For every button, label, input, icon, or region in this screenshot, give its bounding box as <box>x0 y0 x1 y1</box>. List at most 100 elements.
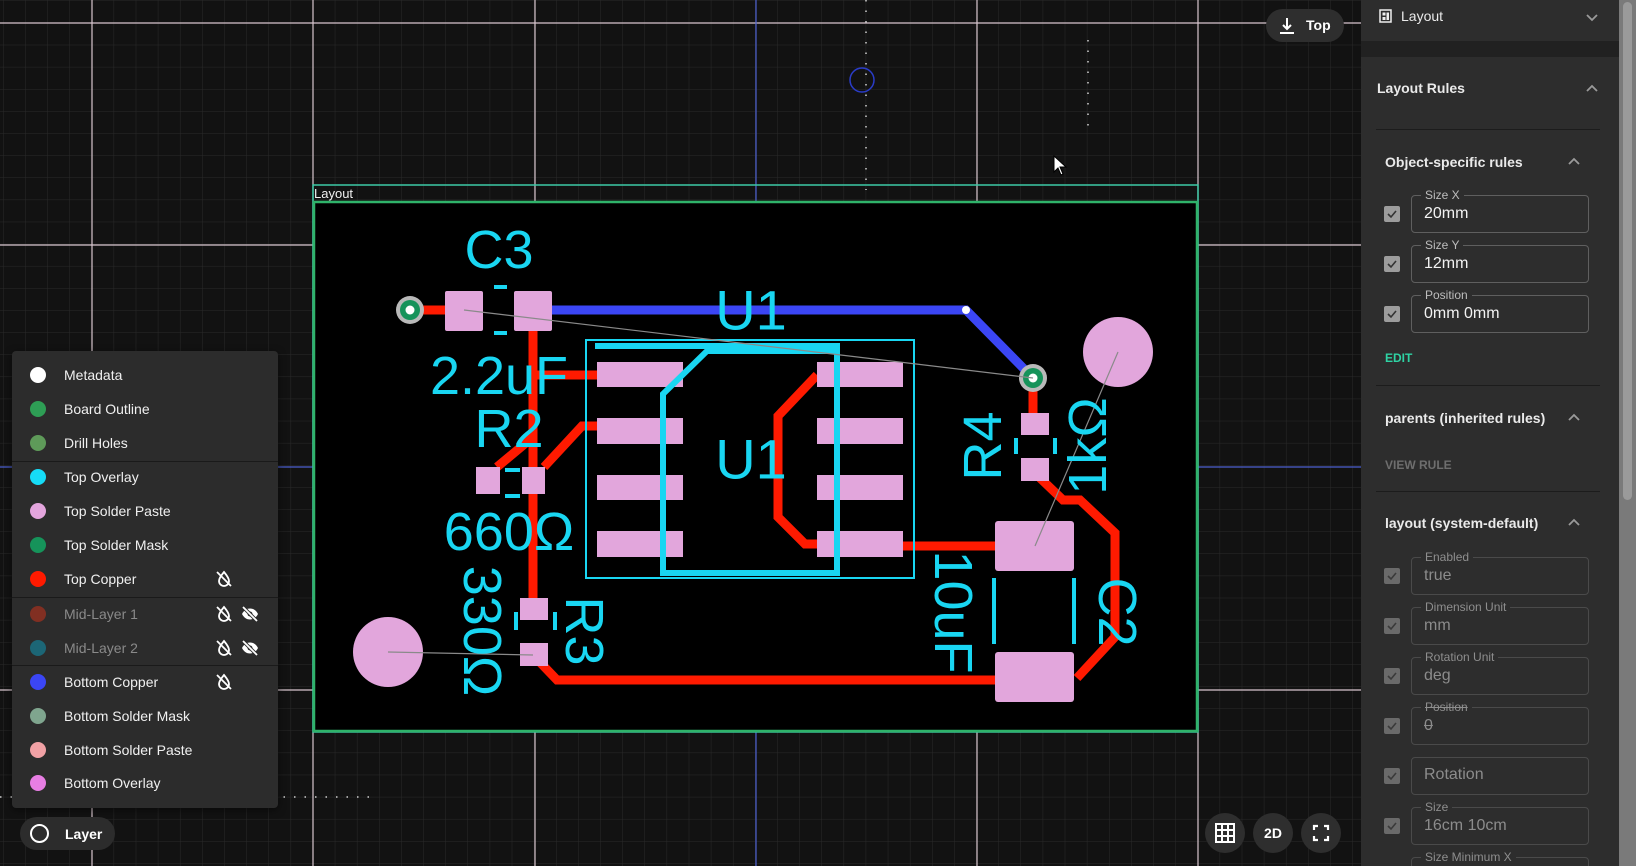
grid-icon <box>1215 823 1235 843</box>
rule-field[interactable]: Rotation <box>1411 757 1589 795</box>
rule-checkbox[interactable] <box>1384 668 1400 684</box>
rule-checkbox[interactable] <box>1384 256 1400 272</box>
rule-checkbox[interactable] <box>1384 206 1400 222</box>
edit-rule-link[interactable]: EDIT <box>1385 351 1413 365</box>
u1-designator-top: U1 <box>715 279 787 342</box>
chevron-up-icon[interactable] <box>1585 82 1599 96</box>
layer-color-swatch <box>30 640 46 656</box>
pcb-canvas[interactable]: Layout <box>0 0 1361 866</box>
layer-ring-icon <box>30 824 49 843</box>
layer-item[interactable]: Drill Holes <box>12 426 278 460</box>
chevron-down-icon[interactable] <box>1585 10 1599 24</box>
no-fill-icon[interactable] <box>215 605 233 623</box>
layer-toggle-button[interactable]: Layer <box>20 817 115 850</box>
board[interactable] <box>312 200 1199 733</box>
rule-field-label: Position <box>1421 700 1472 714</box>
scrollbar-thumb[interactable] <box>1623 2 1632 500</box>
rule-checkbox[interactable] <box>1384 618 1400 634</box>
view-mode-button[interactable]: 2D <box>1253 813 1293 853</box>
chevron-up-icon[interactable] <box>1567 155 1581 169</box>
layer-label: Top Solder Mask <box>64 537 169 553</box>
r2-value: 660Ω <box>444 502 574 562</box>
layer-item[interactable]: Top Copper <box>12 562 278 596</box>
layer-item[interactable]: Mid-Layer 1 <box>12 597 278 631</box>
u1-courtyard <box>585 339 915 579</box>
layer-item[interactable]: Top Solder Paste <box>12 494 278 528</box>
u1-pin-2[interactable] <box>597 418 683 444</box>
chevron-up-icon[interactable] <box>1567 516 1581 530</box>
c2-pad-2[interactable] <box>995 652 1074 702</box>
r2-pad-2[interactable] <box>522 467 545 494</box>
rule-checkbox[interactable] <box>1384 718 1400 734</box>
r2-pad-1[interactable] <box>476 467 500 494</box>
no-fill-icon[interactable] <box>215 673 233 691</box>
layer-label: Metadata <box>64 367 123 383</box>
layer-color-swatch <box>30 775 46 791</box>
r3-pad-2[interactable] <box>520 643 548 666</box>
chevron-up-icon[interactable] <box>1567 411 1581 425</box>
layout-icon <box>1379 9 1392 23</box>
layer-item[interactable]: Bottom Solder Mask <box>12 699 278 733</box>
eye-off-icon[interactable] <box>241 639 259 657</box>
u1-pin-1[interactable] <box>597 362 683 387</box>
grid-toggle-button[interactable] <box>1205 813 1245 853</box>
fullscreen-button[interactable] <box>1301 813 1341 853</box>
r3-pad-1[interactable] <box>520 598 548 620</box>
layer-item[interactable]: Board Outline <box>12 392 278 426</box>
layer-divider <box>12 461 278 462</box>
r4-pad-1[interactable] <box>1021 413 1049 435</box>
divider <box>1376 385 1600 386</box>
rule-field[interactable]: Size Minimum X <box>1411 850 1589 866</box>
layer-item[interactable]: Bottom Solder Paste <box>12 733 278 767</box>
c2-pad-1[interactable] <box>995 521 1074 571</box>
layer-label: Top Solder Paste <box>64 503 171 519</box>
layer-item[interactable]: Bottom Overlay <box>12 766 278 800</box>
layer-item[interactable]: Top Overlay <box>12 460 278 494</box>
u1-pin-4[interactable] <box>597 531 683 557</box>
rule-checkbox[interactable] <box>1384 818 1400 834</box>
system-rules-title: layout (system-default) <box>1385 515 1539 531</box>
u1-pin-7[interactable] <box>817 418 903 444</box>
layer-item[interactable]: Metadata <box>12 358 278 392</box>
rule-checkbox[interactable] <box>1384 568 1400 584</box>
u1-pin-8[interactable] <box>817 362 903 387</box>
rule-checkbox[interactable] <box>1384 768 1400 784</box>
eye-off-icon[interactable] <box>241 605 259 623</box>
c3-pad-1[interactable] <box>445 291 483 331</box>
layer-item[interactable]: Bottom Copper <box>12 665 278 699</box>
ratsnest-lines <box>387 309 1119 656</box>
divider <box>1376 491 1600 492</box>
view-rule-link[interactable]: VIEW RULE <box>1385 458 1452 472</box>
view-side-button[interactable]: Top <box>1266 9 1344 42</box>
check-icon <box>1387 260 1397 269</box>
u1-pin-5[interactable] <box>817 531 903 557</box>
rule-field-value: mm <box>1424 617 1451 634</box>
no-fill-icon[interactable] <box>215 570 233 588</box>
properties-panel: Layout Layout Rules Object-specific rule… <box>1361 0 1636 866</box>
c3-pad-2[interactable] <box>514 291 552 331</box>
r4-pad-2[interactable] <box>1021 458 1049 481</box>
layer-divider <box>12 597 278 598</box>
layout-label: Layout <box>314 186 353 201</box>
layer-item[interactable]: Mid-Layer 2 <box>12 631 278 665</box>
layer-color-swatch <box>30 606 46 622</box>
layer-item[interactable]: Top Solder Mask <box>12 528 278 562</box>
via-left[interactable] <box>396 296 424 324</box>
rule-field[interactable]: Dimension Unit mm <box>1411 600 1589 645</box>
no-fill-icon[interactable] <box>215 639 233 657</box>
rule-field-label: Dimension Unit <box>1421 600 1511 614</box>
pads[interactable] <box>353 291 1153 702</box>
rule-field-label: Size <box>1421 800 1453 814</box>
u1-pin-3[interactable] <box>597 475 683 500</box>
u1-pin-6[interactable] <box>817 475 903 500</box>
rule-checkbox[interactable] <box>1384 306 1400 322</box>
check-icon <box>1387 310 1397 319</box>
layer-label: Drill Holes <box>64 435 128 451</box>
